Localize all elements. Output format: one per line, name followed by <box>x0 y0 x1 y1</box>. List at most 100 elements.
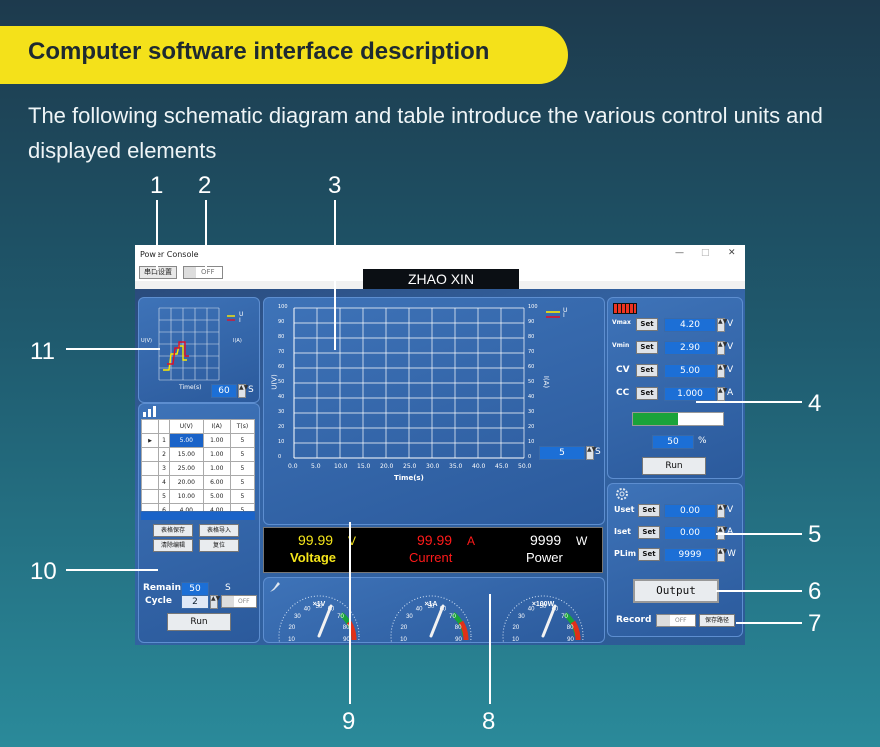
record-switch[interactable]: OFF <box>656 614 696 627</box>
x-tick: 20.0 <box>380 463 394 470</box>
leader-8 <box>489 594 491 704</box>
cv-run-button[interactable]: Run <box>642 457 706 475</box>
cv-row-set-button[interactable]: Set <box>636 364 658 377</box>
output-row-spinner[interactable]: ▲▼ <box>717 504 727 518</box>
cv-row-set-button[interactable]: Set <box>636 387 658 400</box>
cv-row-label: CV <box>616 365 630 375</box>
table-action-button[interactable]: 表格导入 <box>199 524 239 537</box>
mini-window-input[interactable]: 60 <box>211 384 237 398</box>
cv-row-value[interactable]: 5.00 <box>664 364 716 378</box>
voltage-value: 99.99 <box>298 532 334 548</box>
gauge-tick: 10 <box>400 637 407 642</box>
y-tick: 100 <box>278 304 288 310</box>
charge-percent-unit: % <box>698 436 707 446</box>
cycle-input[interactable]: 2 <box>181 595 209 609</box>
power-unit: W <box>576 534 588 548</box>
maximize-icon[interactable]: □ <box>701 248 710 258</box>
gauge-tick: 20 <box>401 625 408 631</box>
cv-row-spinner[interactable]: ▲▼ <box>717 364 727 378</box>
main-interval-spinner[interactable]: ▲▼ <box>586 446 596 460</box>
y-tick: 40 <box>278 394 285 400</box>
cycle-spinner[interactable]: ▲▼ <box>210 595 220 609</box>
cv-row-spinner[interactable]: ▲▼ <box>717 387 727 401</box>
cv-row-spinner[interactable]: ▲▼ <box>717 341 727 355</box>
save-path-button[interactable]: 保存路径 <box>699 614 735 627</box>
gauge-tick: 60 <box>440 607 447 613</box>
y-tick: 90 <box>278 319 285 325</box>
table-action-button[interactable]: 表格保存 <box>153 524 193 537</box>
title-banner: Computer software interface description <box>0 26 568 84</box>
gauge-tick: 40 <box>304 607 311 613</box>
output-row-unit: A <box>727 527 734 537</box>
readout-display: 99.99 V Voltage 99.99 A Current 9999 W P… <box>263 527 603 573</box>
leader-6 <box>716 590 802 592</box>
y-tick-right: 70 <box>528 349 535 355</box>
table-header: U(V) <box>169 419 204 434</box>
cv-row-unit: V <box>727 319 734 329</box>
output-button[interactable]: Output <box>633 579 719 603</box>
y-tick: 80 <box>278 334 285 340</box>
gauge-tick: 90 <box>455 637 462 642</box>
power-console-window: Power Console — □ ✕ 串口设置 OFF ZHAO XIN <box>135 245 745 645</box>
mini-xlabel: Time(s) <box>179 384 202 391</box>
table-action-button[interactable]: 复位 <box>199 539 239 552</box>
cv-row-set-button[interactable]: Set <box>636 341 658 354</box>
gauge-tick: 90 <box>567 637 574 642</box>
cv-row-spinner[interactable]: ▲▼ <box>717 318 727 332</box>
callout-4: 4 <box>808 390 822 417</box>
output-row-spinner[interactable]: ▲▼ <box>717 548 727 562</box>
table-scrollbar[interactable] <box>141 512 255 520</box>
output-row-set-button[interactable]: Set <box>638 526 660 539</box>
y-tick: 20 <box>278 424 285 430</box>
gauge-multiplier: ×1V <box>313 601 326 608</box>
close-icon[interactable]: ✕ <box>728 248 736 258</box>
leader-9 <box>349 522 351 704</box>
cv-row-unit: V <box>727 342 734 352</box>
y-tick: 30 <box>278 409 285 415</box>
output-row-set-button[interactable]: Set <box>638 504 660 517</box>
output-row-set-button[interactable]: Set <box>638 548 660 561</box>
cv-row-value[interactable]: 2.90 <box>664 341 716 355</box>
main-interval-input[interactable]: 5 <box>539 446 585 460</box>
leader-5 <box>716 533 802 535</box>
main-legend-u: U <box>563 307 568 314</box>
callout-1: 1 <box>150 172 164 199</box>
mini-window-spinner[interactable]: ▲▼ <box>238 384 248 398</box>
mini-chart <box>158 307 235 381</box>
output-row-value[interactable]: 0.00 <box>664 526 716 540</box>
table-run-button[interactable]: Run <box>167 613 231 631</box>
gauge-tick: 60 <box>552 607 559 613</box>
connect-switch[interactable]: OFF <box>183 266 223 279</box>
cv-row-set-button[interactable]: Set <box>636 318 658 331</box>
output-row-unit: W <box>727 549 736 559</box>
gauge-tick: 90 <box>343 637 350 642</box>
output-row-value[interactable]: 0.00 <box>664 504 716 518</box>
cv-row-value[interactable]: 1.000 <box>664 387 716 401</box>
y-tick-right: 90 <box>528 319 535 325</box>
callout-7: 7 <box>808 610 822 637</box>
gauge-tick: 80 <box>567 625 574 631</box>
y-tick-right: 50 <box>528 379 535 385</box>
callout-8: 8 <box>482 708 496 735</box>
mini-series-u <box>163 345 187 371</box>
output-row-label: Iset <box>614 527 631 536</box>
x-tick: 10.0 <box>334 463 348 470</box>
current-label: Current <box>409 550 453 565</box>
minimize-icon[interactable]: — <box>675 248 684 258</box>
table-action-button[interactable]: 清除编辑 <box>153 539 193 552</box>
output-row-value[interactable]: 9999 <box>664 548 716 562</box>
gauge-multiplier: ×100W <box>532 601 555 608</box>
output-row-label: PLim <box>614 549 637 558</box>
cv-row-value[interactable]: 4.20 <box>664 318 716 332</box>
main-ylabel-right: I(A) <box>542 375 551 389</box>
gauge-tick: 80 <box>455 625 462 631</box>
cycle-switch[interactable]: OFF <box>221 595 257 608</box>
serial-settings-button[interactable]: 串口设置 <box>139 266 177 279</box>
